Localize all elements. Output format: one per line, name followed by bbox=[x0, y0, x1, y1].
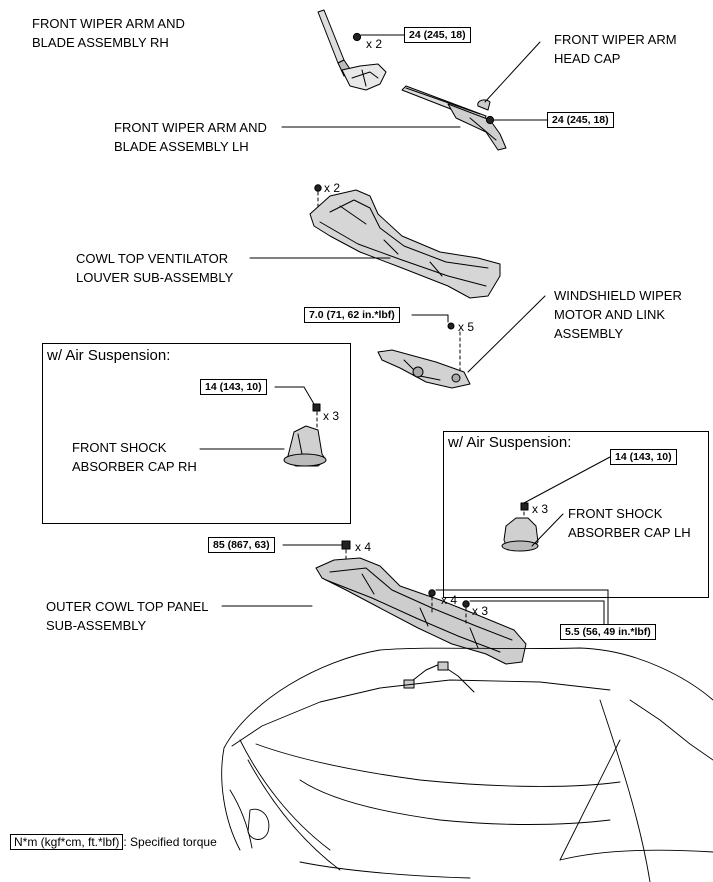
label-wiper-arm-lh: FRONT WIPER ARM AND BLADE ASSEMBLY LH bbox=[114, 118, 267, 156]
torque-legend: N*m (kgf*cm, ft.*lbf): Specified torque bbox=[10, 834, 217, 850]
nut-icon bbox=[312, 403, 321, 412]
legend-key: N*m (kgf*cm, ft.*lbf) bbox=[10, 834, 124, 850]
box-title-rh: w/ Air Suspension: bbox=[47, 347, 171, 364]
air-suspension-box-lh bbox=[443, 431, 709, 598]
nut-icon bbox=[341, 540, 351, 550]
qty-motor-bolt: x 5 bbox=[458, 320, 475, 334]
nut-icon bbox=[520, 502, 529, 511]
torque-cowl-bolts: 5.5 (56, 49 in.*lbf) bbox=[560, 624, 656, 640]
label-line: LOUVER SUB-ASSEMBLY bbox=[76, 270, 234, 285]
label-cowl-louver: COWL TOP VENTILATOR LOUVER SUB-ASSEMBLY bbox=[76, 249, 233, 287]
leader-line bbox=[467, 295, 546, 373]
torque-wiper-lh: 24 (245, 18) bbox=[547, 112, 614, 128]
label-line: OUTER COWL TOP PANEL bbox=[46, 599, 209, 614]
label-line: FRONT SHOCK bbox=[568, 506, 663, 521]
nut-icon bbox=[447, 322, 455, 330]
qty-cowl-bolt-a: x 4 bbox=[441, 593, 458, 607]
torque-wiper-rh: 24 (245, 18) bbox=[404, 27, 471, 43]
torque-outer-cowl: 85 (867, 63) bbox=[208, 537, 275, 553]
label-shock-cap-rh: FRONT SHOCK ABSORBER CAP RH bbox=[72, 438, 197, 476]
bolt-icon bbox=[428, 589, 470, 608]
leader-line bbox=[484, 41, 541, 103]
torque-wiper-motor: 7.0 (71, 62 in.*lbf) bbox=[304, 307, 400, 323]
torque-shock-rh: 14 (143, 10) bbox=[200, 379, 267, 395]
label-line: COWL TOP VENTILATOR bbox=[76, 251, 229, 266]
cowl-louver-part bbox=[309, 189, 501, 299]
label-shock-cap-lh: FRONT SHOCK ABSORBER CAP LH bbox=[568, 504, 691, 542]
qty-wiper-rh-nut: x 2 bbox=[366, 37, 383, 51]
wiper-motor-part bbox=[377, 349, 471, 389]
qty-louver-clip: x 2 bbox=[324, 181, 341, 195]
label-line: FRONT WIPER ARM AND bbox=[114, 120, 267, 135]
head-cap-part bbox=[477, 99, 491, 111]
wire-harness-part bbox=[403, 661, 475, 693]
label-line: FRONT WIPER ARM AND bbox=[32, 16, 185, 31]
leader-line bbox=[531, 513, 564, 547]
label-wiper-arm-rh: FRONT WIPER ARM AND BLADE ASSEMBLY RH bbox=[32, 14, 185, 52]
shock-cap-rh-part bbox=[283, 425, 327, 467]
label-line: SUB-ASSEMBLY bbox=[46, 618, 147, 633]
wiper-arm-rh-part bbox=[317, 9, 387, 91]
torque-shock-lh: 14 (143, 10) bbox=[610, 449, 677, 465]
qty-shock-rh-nut: x 3 bbox=[323, 409, 340, 423]
nut-icon bbox=[352, 32, 362, 42]
label-head-cap: FRONT WIPER ARM HEAD CAP bbox=[554, 30, 677, 68]
box-title-lh: w/ Air Suspension: bbox=[448, 434, 572, 451]
label-line: HEAD CAP bbox=[554, 51, 621, 66]
label-line: WINDSHIELD WIPER bbox=[554, 288, 682, 303]
nut-icon bbox=[485, 115, 495, 125]
label-line: BLADE ASSEMBLY RH bbox=[32, 35, 169, 50]
air-suspension-box-rh bbox=[42, 343, 351, 524]
legend-desc: : Specified torque bbox=[123, 835, 217, 849]
wiper-arm-lh-part bbox=[401, 85, 507, 151]
nut-icon bbox=[314, 184, 322, 192]
vehicle-body-outline bbox=[221, 647, 713, 882]
label-line: BLADE ASSEMBLY LH bbox=[114, 139, 249, 154]
label-line: MOTOR AND LINK bbox=[554, 307, 666, 322]
qty-outer-cowl-nut: x 4 bbox=[355, 540, 372, 554]
outer-cowl-part bbox=[315, 557, 527, 665]
label-outer-cowl: OUTER COWL TOP PANEL SUB-ASSEMBLY bbox=[46, 597, 209, 635]
label-wiper-motor: WINDSHIELD WIPER MOTOR AND LINK ASSEMBLY bbox=[554, 286, 682, 343]
label-line: ASSEMBLY bbox=[554, 326, 624, 341]
qty-shock-lh-nut: x 3 bbox=[532, 502, 549, 516]
qty-cowl-bolt-b: x 3 bbox=[472, 604, 489, 618]
label-line: FRONT WIPER ARM bbox=[554, 32, 677, 47]
label-line: ABSORBER CAP LH bbox=[568, 525, 691, 540]
shock-cap-lh-part bbox=[501, 517, 539, 552]
label-line: ABSORBER CAP RH bbox=[72, 459, 197, 474]
label-line: FRONT SHOCK bbox=[72, 440, 167, 455]
